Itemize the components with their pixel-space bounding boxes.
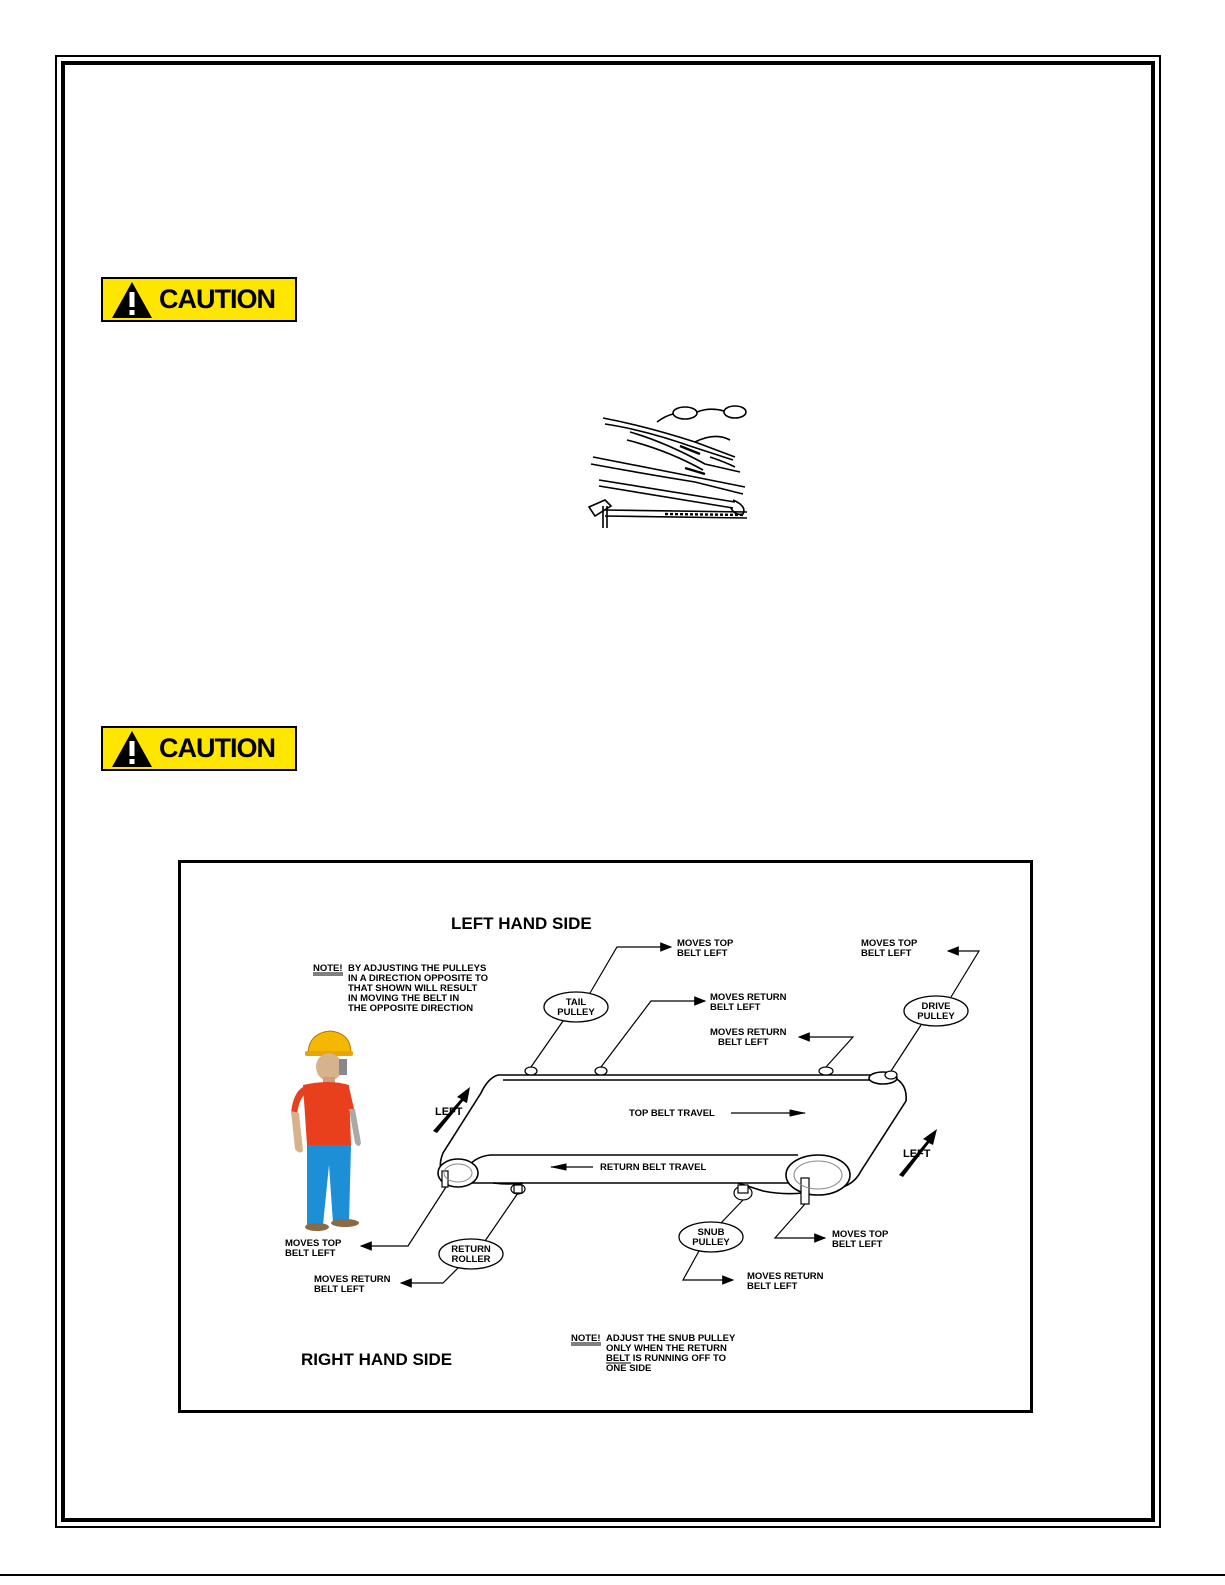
- moves-return-belt-left-label: MOVES RETURN: [747, 1271, 824, 1282]
- moves-top-belt-left-label: BELT LEFT: [861, 948, 912, 959]
- moves-return-belt-left-label: BELT LEFT: [314, 1284, 365, 1295]
- worker-figure: [291, 1030, 361, 1231]
- moves-return-belt-left-label: MOVES RETURN: [314, 1274, 391, 1285]
- return-roller-label: ROLLER: [451, 1254, 490, 1265]
- caution-label: CAUTION: [159, 284, 276, 314]
- moves-return-belt-left-label: BELT LEFT: [747, 1281, 798, 1292]
- caution-badge: CAUTION: [101, 277, 297, 322]
- note-line: ADJUST THE SNUB PULLEY: [606, 1333, 736, 1344]
- note-line: BY ADJUSTING THE PULLEYS: [348, 963, 486, 974]
- note-line: BELT IS RUNNING OFF TO: [606, 1353, 726, 1364]
- snub-pulley-label: SNUB: [698, 1227, 725, 1238]
- return-roller-label: RETURN: [451, 1244, 491, 1255]
- left-arrow-icon: [433, 1087, 470, 1133]
- moves-top-belt-left-label: BELT LEFT: [832, 1239, 883, 1250]
- moves-return-belt-left-label: MOVES RETURN: [710, 1027, 787, 1038]
- left-hand-side-heading: LEFT HAND SIDE: [451, 914, 592, 933]
- right-hand-side-heading: RIGHT HAND SIDE: [301, 1350, 452, 1369]
- drive-pulley-label: PULLEY: [917, 1011, 955, 1022]
- tail-pulley-label: PULLEY: [557, 1007, 595, 1018]
- warning-triangle-icon: [112, 281, 152, 318]
- caution-label: CAUTION: [159, 733, 276, 763]
- note-line: ONE SIDE: [606, 1363, 651, 1374]
- note-line: ONLY WHEN THE RETURN: [606, 1343, 727, 1354]
- moves-return-belt-left-label: MOVES RETURN: [710, 992, 787, 1003]
- moves-top-belt-left-label: BELT LEFT: [285, 1248, 336, 1259]
- note-label: NOTE!: [571, 1333, 601, 1344]
- conveyor-diagram: LEFT HAND SIDE RIGHT HAND SIDE NOTE! BY …: [178, 860, 1033, 1413]
- note-label: NOTE!: [313, 963, 343, 974]
- tail-pulley-label: TAIL: [566, 997, 587, 1008]
- caution-badge: CAUTION: [101, 726, 297, 771]
- note-line: THE OPPOSITE DIRECTION: [348, 1003, 473, 1014]
- note-line: IN MOVING THE BELT IN: [348, 993, 459, 1004]
- warning-triangle-icon: [112, 730, 152, 767]
- moves-top-belt-left-label: MOVES TOP: [285, 1238, 342, 1249]
- moves-top-belt-left-label: BELT LEFT: [677, 948, 728, 959]
- moves-top-belt-left-label: MOVES TOP: [861, 938, 918, 949]
- return-belt-travel-label: RETURN BELT TRAVEL: [600, 1162, 706, 1173]
- page-border-outer: [55, 55, 1161, 1528]
- page-border-inner: [61, 61, 1155, 1522]
- note-line: IN A DIRECTION OPPOSITE TO: [348, 973, 488, 984]
- top-belt-travel-label: TOP BELT TRAVEL: [629, 1108, 715, 1119]
- drive-pulley-label: DRIVE: [921, 1001, 950, 1012]
- moves-return-belt-left-label: BELT LEFT: [718, 1037, 769, 1048]
- snub-pulley-label: PULLEY: [692, 1237, 730, 1248]
- tools-illustration: [587, 405, 748, 528]
- moves-top-belt-left-label: MOVES TOP: [677, 938, 734, 949]
- left-arrow-icon: [899, 1129, 937, 1177]
- moves-return-belt-left-label: BELT LEFT: [710, 1002, 761, 1013]
- footer-rule: [0, 1574, 1225, 1576]
- moves-top-belt-left-label: MOVES TOP: [832, 1229, 889, 1240]
- note-line: THAT SHOWN WILL RESULT: [348, 983, 477, 994]
